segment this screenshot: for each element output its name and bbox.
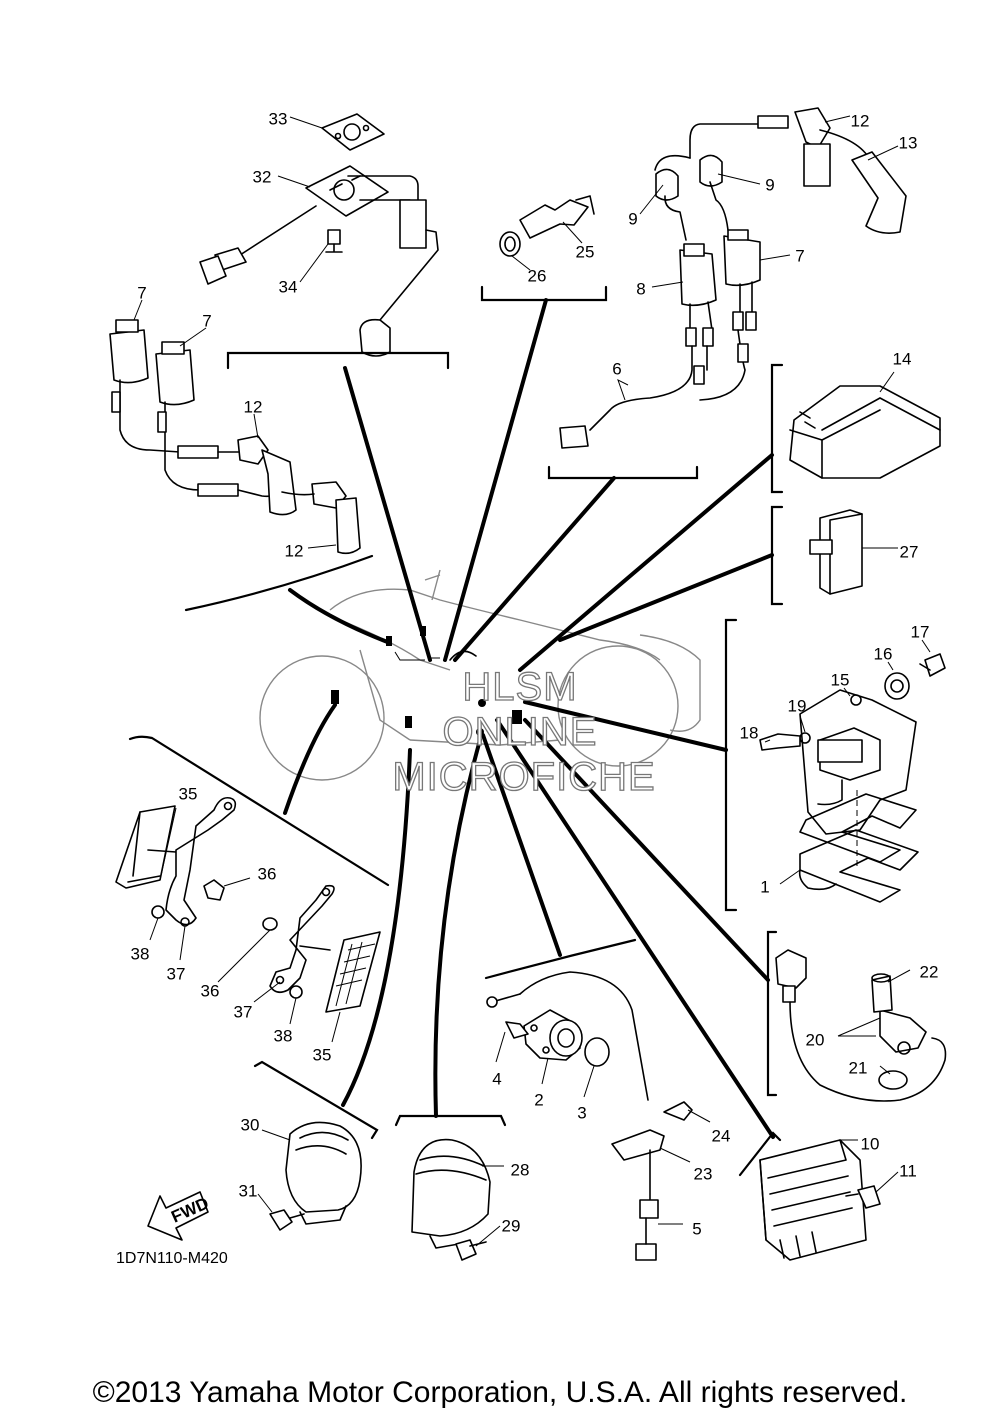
- callout-number: 7: [202, 311, 211, 330]
- callout-number: 28: [511, 1160, 530, 1179]
- callout-number: 32: [253, 167, 272, 186]
- callout-number: 38: [274, 1026, 293, 1045]
- callout-number: 7: [795, 246, 804, 265]
- callout-number: 36: [258, 864, 277, 883]
- callout-number: 20: [806, 1030, 825, 1049]
- callout-number: 21: [849, 1058, 868, 1077]
- callout-number: 12: [285, 541, 304, 560]
- callout-number: 31: [239, 1181, 258, 1200]
- speed-sensor-assembly: [775, 949, 947, 1102]
- callout-number: 23: [694, 1164, 713, 1183]
- callout-number: 25: [576, 242, 595, 261]
- horn-front: [257, 1121, 362, 1231]
- ecu-unit: [789, 371, 941, 479]
- callout-number: 29: [502, 1216, 521, 1235]
- callout-number: 5: [692, 1219, 701, 1238]
- callout-number: 17: [911, 622, 930, 641]
- callout-number: 4: [492, 1069, 501, 1088]
- callout-number: 11: [899, 1161, 917, 1180]
- callout-number: 37: [234, 1002, 253, 1021]
- callout-number: 15: [831, 670, 850, 689]
- sensor-assembly: [759, 639, 946, 903]
- callout-number: 35: [179, 784, 198, 803]
- watermark-line-1: HLSM: [462, 665, 577, 709]
- ignition-coil-assembly-left: [109, 299, 361, 555]
- copyright-footer: ©2013 Yamaha Motor Corporation, U.S.A. A…: [92, 1376, 908, 1409]
- fwd-arrow-icon: FWD: [147, 1191, 212, 1241]
- callout-number: 24: [712, 1126, 731, 1145]
- callout-number: 16: [874, 644, 893, 663]
- callout-number: 22: [920, 962, 939, 981]
- pressure-switch: [499, 195, 595, 271]
- callout-number: 3: [577, 1103, 586, 1122]
- callout-number: 35: [313, 1045, 332, 1064]
- group-leaders: [128, 285, 784, 1177]
- fuel-sender-assembly: [199, 113, 439, 357]
- callout-number: 27: [900, 542, 919, 561]
- callout-number: 36: [201, 981, 220, 1000]
- watermark: HLSM ONLINE MICROFICHE: [392, 664, 656, 799]
- crank-sensor-assembly: [486, 971, 711, 1261]
- reflector-assembly-upper: [115, 796, 251, 961]
- drawing-number: 1D7N110-M420: [116, 1250, 228, 1267]
- callout-number: 13: [899, 133, 918, 152]
- relay-unit: [809, 509, 898, 595]
- callout-number: 6: [612, 359, 621, 378]
- callout-number: 9: [765, 175, 774, 194]
- callout-number: 30: [241, 1115, 260, 1134]
- callout-number: 18: [740, 723, 759, 742]
- callout-number: 10: [861, 1134, 880, 1153]
- ignition-coil-assembly-right: [559, 107, 907, 449]
- rectifier-unit: [759, 1139, 899, 1261]
- callout-number: 2: [534, 1090, 543, 1109]
- callout-number: 38: [131, 944, 150, 963]
- callout-number: 7: [137, 283, 146, 302]
- horn-rear: [411, 1138, 504, 1261]
- reflector-assembly-lower: [217, 884, 381, 1043]
- callout-number: 19: [788, 696, 807, 715]
- callout-number: 14: [893, 349, 912, 368]
- callout-numbers: 3332342526121399786142777121217161519181…: [131, 109, 939, 1238]
- callout-number: 12: [851, 111, 870, 130]
- callout-number: 26: [528, 266, 547, 285]
- callout-number: 34: [279, 277, 298, 296]
- callout-number: 8: [636, 279, 645, 298]
- callout-number: 33: [269, 109, 288, 128]
- callout-number: 37: [167, 964, 186, 983]
- watermark-line-2: ONLINE: [443, 710, 598, 754]
- callout-number: 9: [628, 209, 637, 228]
- callout-number: 1: [760, 877, 769, 896]
- watermark-line-3: MICROFICHE: [392, 755, 655, 799]
- callout-number: 12: [244, 397, 263, 416]
